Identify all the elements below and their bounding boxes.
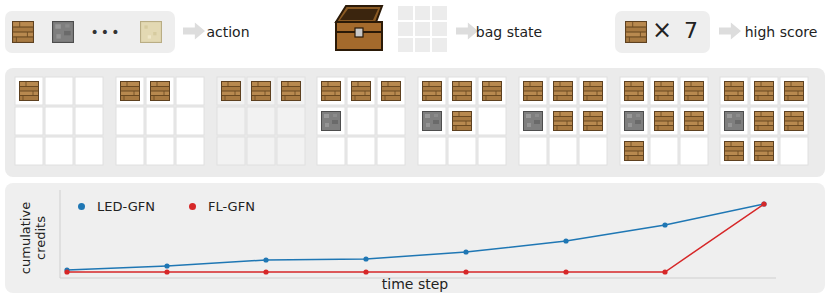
count-number: 7 [684,18,698,43]
legend-text: FL-GFN [208,199,255,214]
times-sign: × [652,17,672,45]
y-axis-label: cumulative credits [19,193,49,283]
legend-text: LED-GFN [97,199,155,214]
legend-swatch [189,203,196,210]
x-axis-label: time step [382,276,448,292]
bag-state-label: bag state [476,24,542,40]
ellipsis-dots: ••• [91,24,122,40]
legend-item: LED-GFN [78,199,155,214]
legend-item: FL-GFN [189,199,255,214]
chart-legend: LED-GFN FL-GFN [78,199,289,214]
legend-swatch [78,203,85,210]
action-label: action [206,24,249,40]
high-score-label: high score [745,24,818,40]
